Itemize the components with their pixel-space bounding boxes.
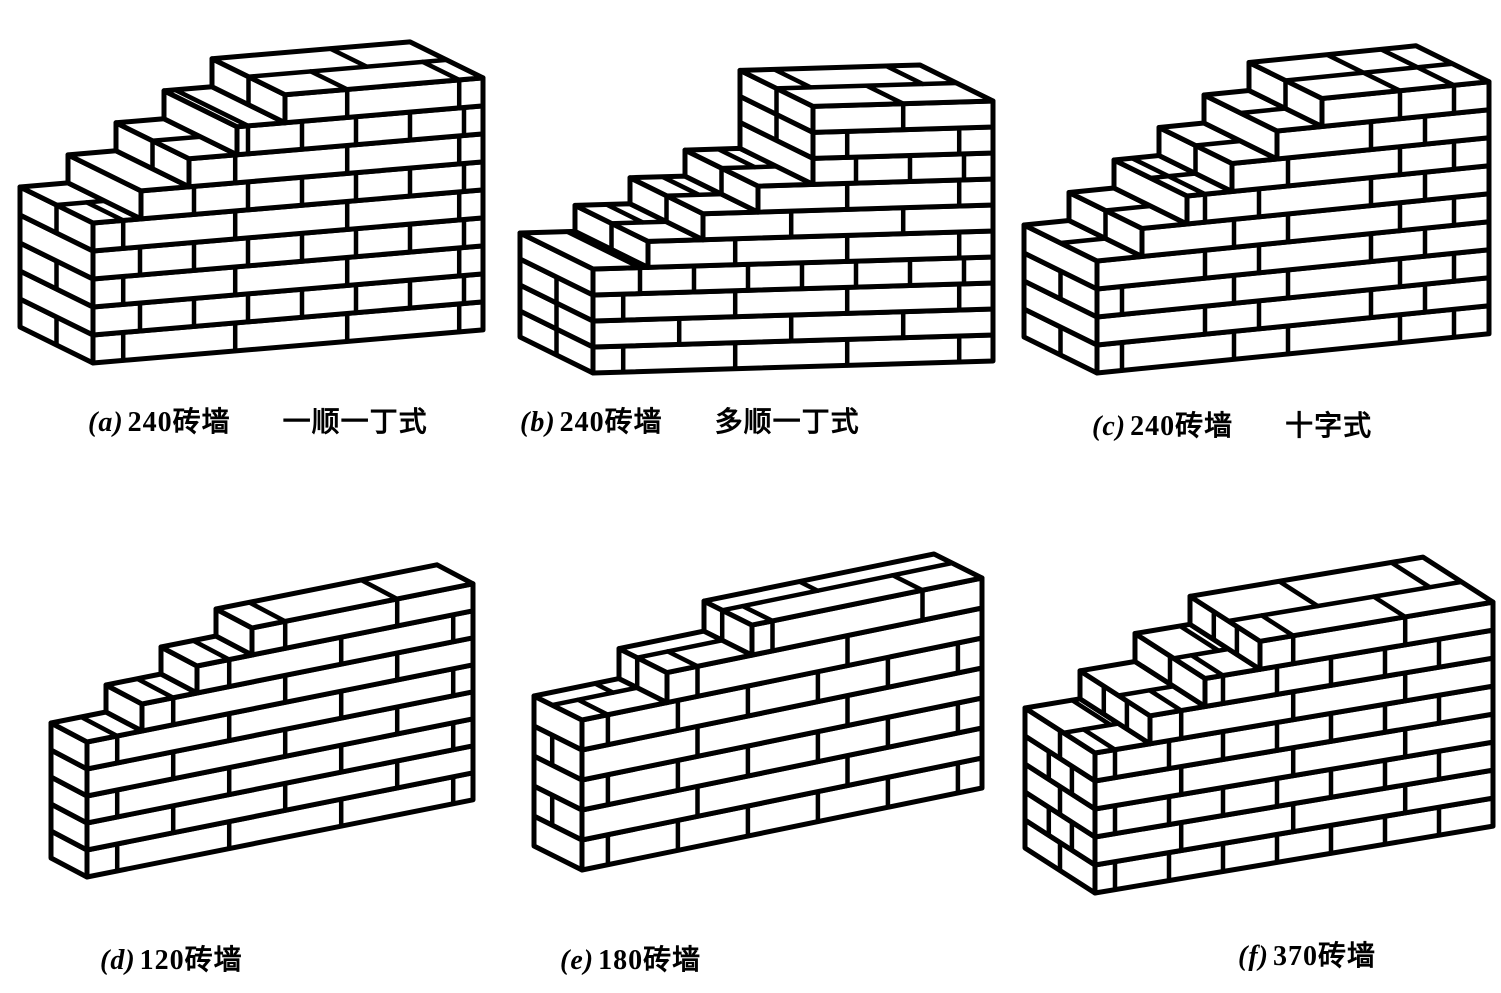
wall-drawing-a [17, 39, 486, 366]
wall-drawing-f [1022, 554, 1496, 896]
wall-drawing-d [48, 562, 476, 880]
wall-caption-e: (e)180砖墙 [560, 938, 701, 978]
caption-style: 十字式 [1285, 411, 1373, 442]
caption-style: 一顺一丁式 [282, 407, 428, 438]
wall-caption-a: (a)240砖墙 一顺一丁式 [88, 400, 428, 440]
wall-caption-f: (f)370砖墙 [1238, 934, 1376, 974]
wall-drawing-e [531, 551, 985, 873]
caption-letter: (a) [88, 407, 124, 438]
caption-size: 240砖墙 [559, 407, 663, 438]
caption-letter: (d) [100, 945, 136, 976]
caption-size: 240砖墙 [127, 407, 231, 438]
wall-caption-c: (c)240砖墙 十字式 [1092, 404, 1372, 444]
caption-size: 240砖墙 [1130, 411, 1234, 442]
caption-size: 180砖墙 [598, 945, 702, 976]
caption-size: 120砖墙 [139, 945, 243, 976]
caption-letter: (f) [1238, 941, 1269, 972]
caption-letter: (b) [520, 407, 556, 438]
wall-drawing-c [1021, 43, 1492, 376]
caption-style: 多顺一丁式 [714, 407, 860, 438]
wall-drawing-b [517, 62, 996, 376]
caption-size: 370砖墙 [1272, 941, 1376, 972]
caption-letter: (c) [1092, 411, 1127, 442]
wall-caption-d: (d)120砖墙 [100, 938, 243, 978]
wall-caption-b: (b)240砖墙 多顺一丁式 [520, 400, 860, 440]
caption-letter: (e) [560, 945, 595, 976]
